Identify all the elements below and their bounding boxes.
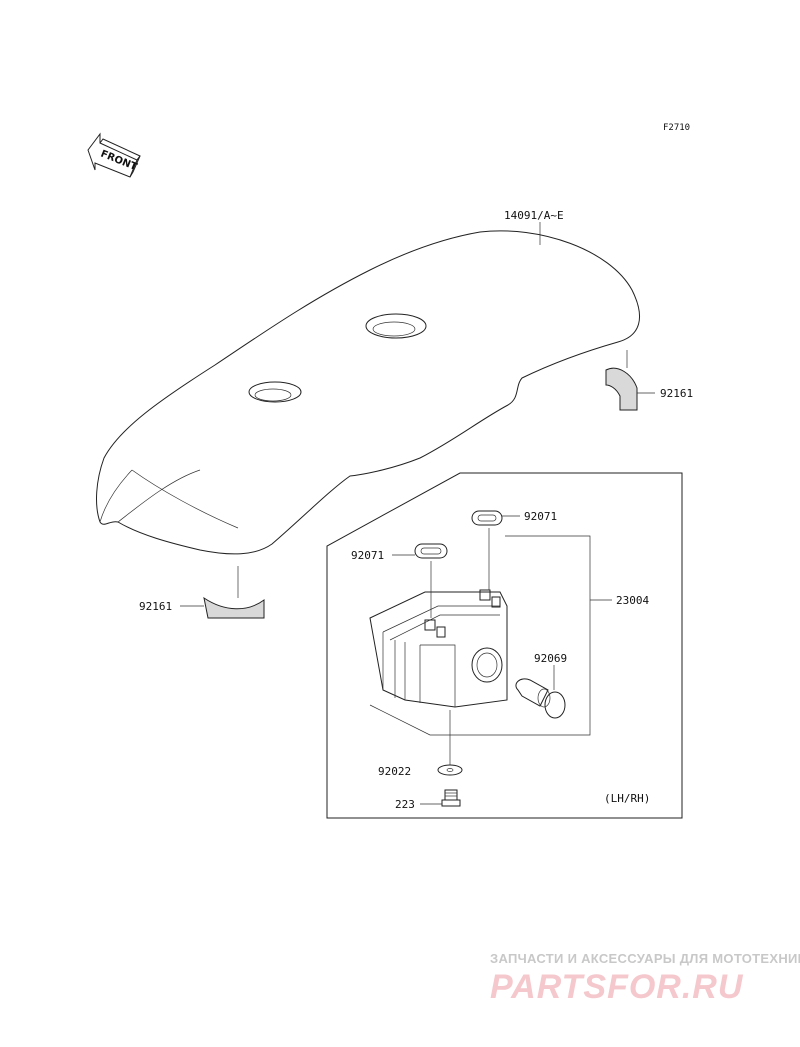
pad-right [605, 367, 638, 411]
label-lamp-assembly: 23004 [616, 594, 649, 607]
label-pad-left: 92161 [139, 600, 172, 613]
diagram-code: F2710 [663, 123, 690, 133]
label-grommet-upper: 92071 [524, 510, 557, 523]
label-seat: 14091/A~E [504, 209, 564, 222]
variant-note: (LH/RH) [604, 792, 650, 805]
lamp-assembly [369, 589, 508, 708]
watermark-logo: PARTSFOR.RU [490, 968, 744, 1006]
grommet-upper [471, 510, 503, 526]
washer [437, 764, 463, 776]
front-arrow-icon: FRONT [87, 132, 141, 178]
screw [441, 789, 461, 807]
label-washer: 92022 [378, 765, 411, 778]
pad-left [203, 596, 265, 619]
bulb [515, 678, 566, 719]
label-grommet-lower: 92071 [351, 549, 384, 562]
seat-drawing [96, 230, 640, 555]
grommet-lower [414, 543, 448, 559]
label-bulb: 92069 [534, 652, 567, 665]
label-screw: 223 [395, 798, 415, 811]
watermark-tagline: ЗАПЧАСТИ И АКСЕССУАРЫ ДЛЯ МОТОТЕХНИКИ [490, 951, 800, 966]
lamp-bracket [369, 535, 591, 736]
label-pad-right: 92161 [660, 387, 693, 400]
group-frame [326, 472, 683, 819]
